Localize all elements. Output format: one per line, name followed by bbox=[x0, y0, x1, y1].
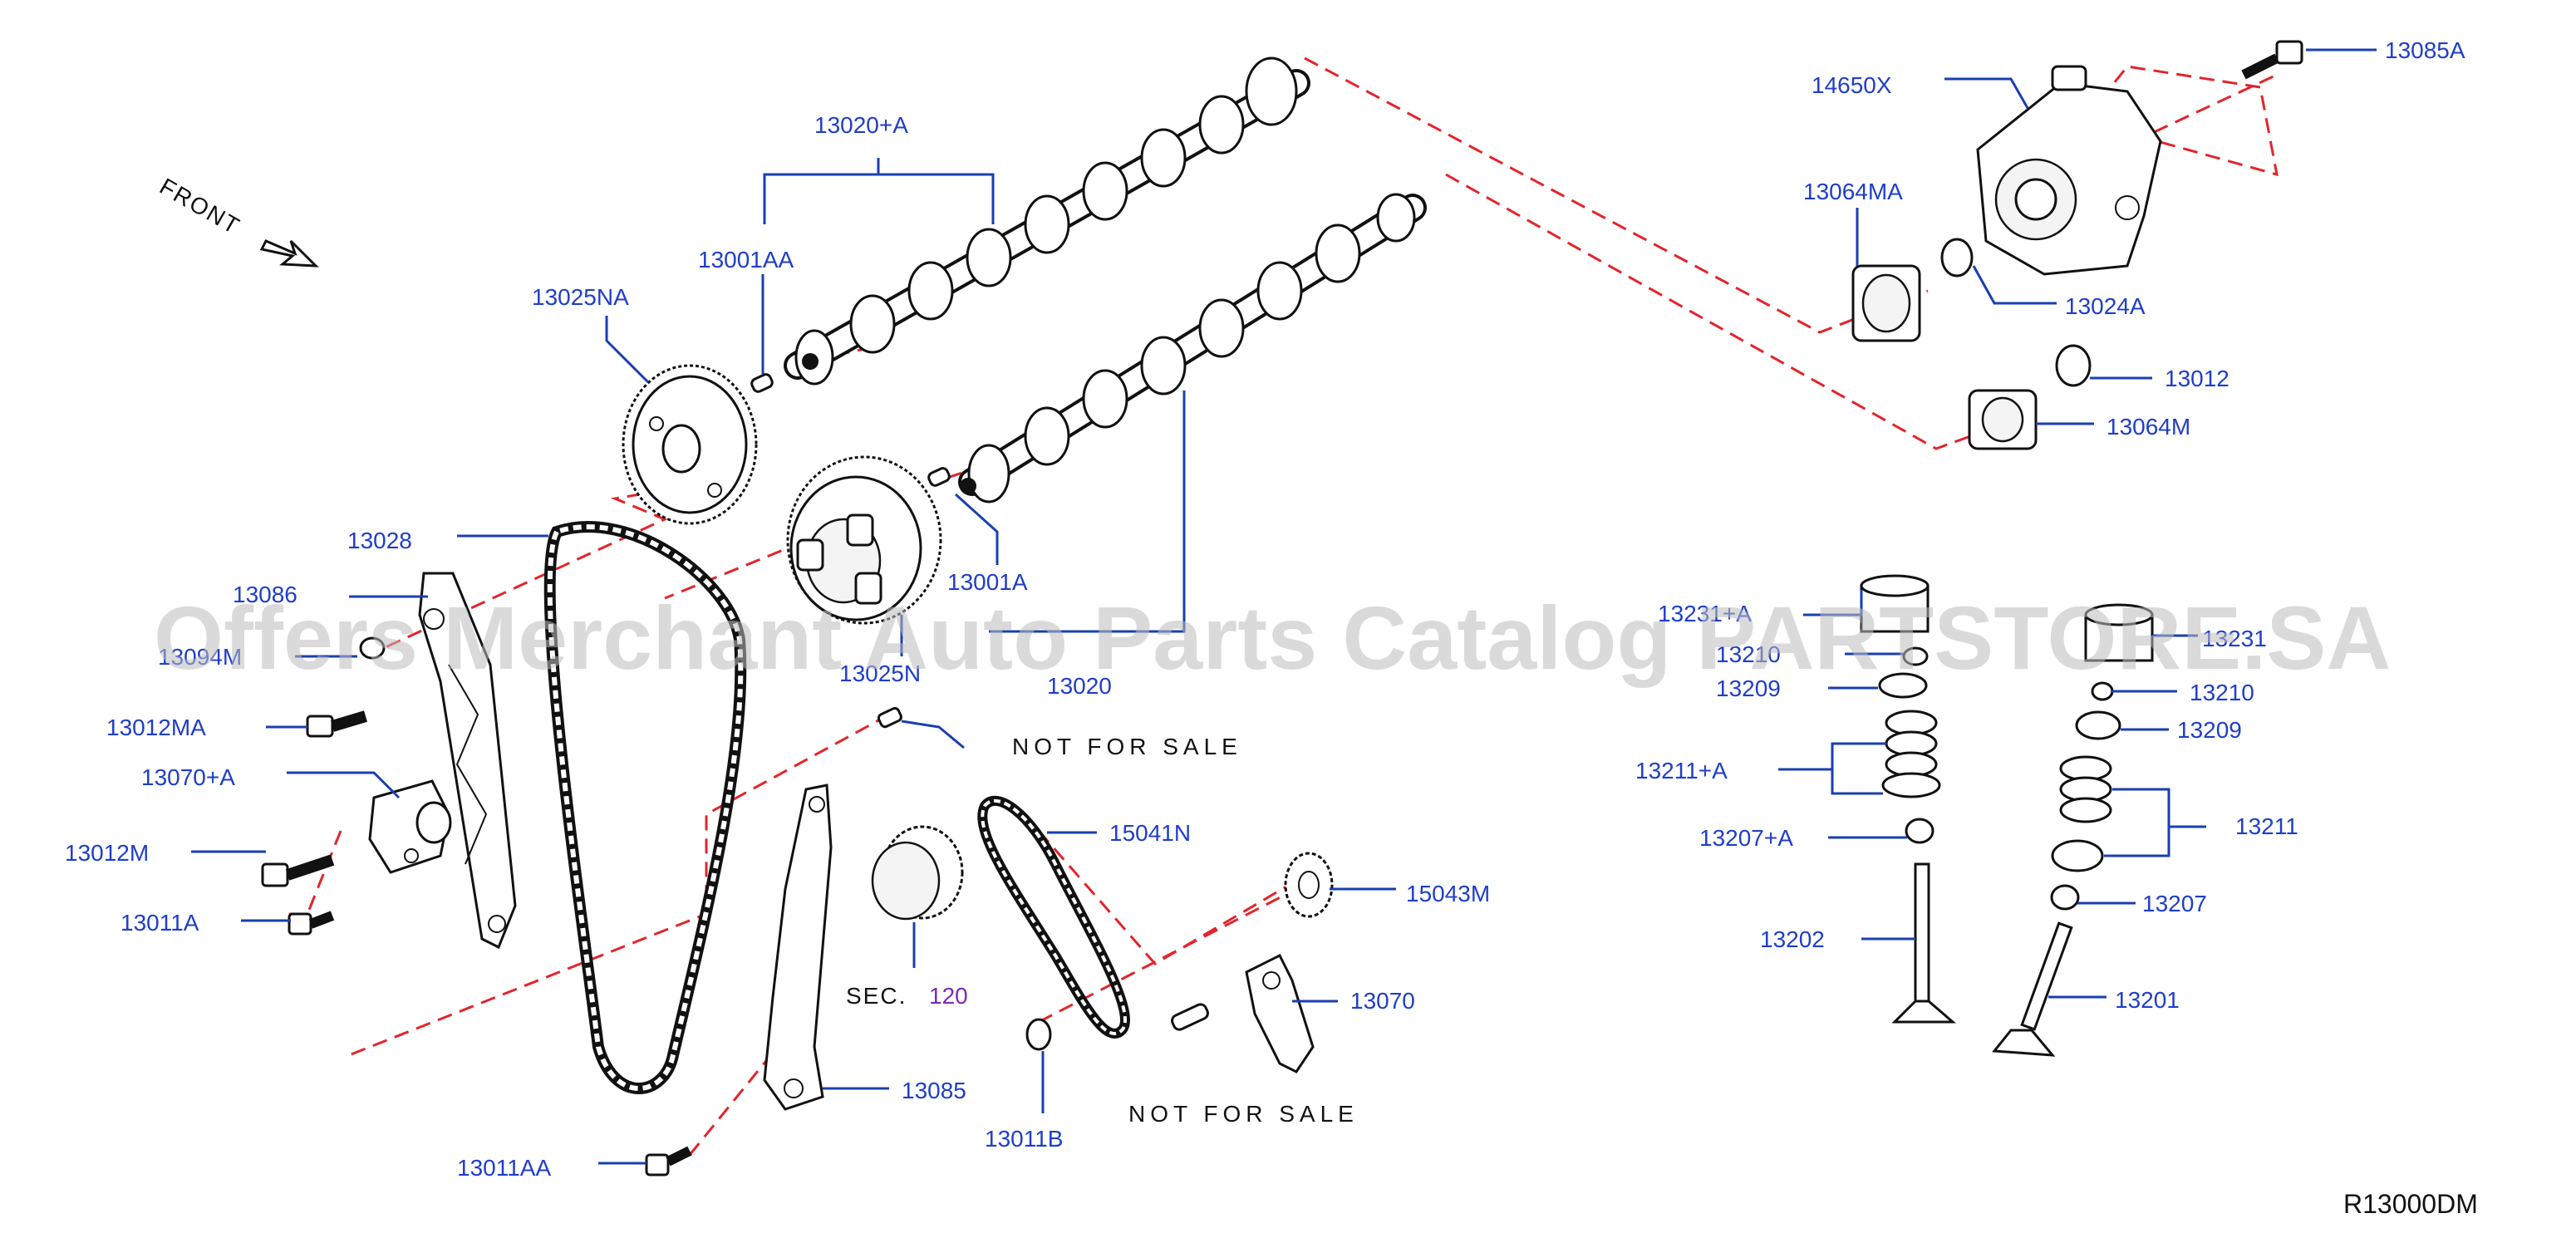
seal-13012[interactable] bbox=[2055, 344, 2092, 387]
intake-valve[interactable] bbox=[1891, 862, 1957, 1024]
label-13085[interactable]: 13085 bbox=[902, 1078, 966, 1103]
valve-spring-right[interactable] bbox=[2051, 755, 2112, 872]
bolt-13011aa[interactable] bbox=[645, 1146, 692, 1177]
label-13201[interactable]: 13201 bbox=[2115, 987, 2180, 1013]
bolt-13012m[interactable] bbox=[261, 854, 335, 887]
label-13211a[interactable]: 13211+A bbox=[1635, 758, 1728, 784]
bolt-13085a[interactable] bbox=[2241, 40, 2303, 80]
oil-pump-tensioner[interactable] bbox=[1245, 953, 1315, 1073]
valve-seal-right[interactable] bbox=[2050, 884, 2080, 911]
label-13001aa[interactable]: 13001AA bbox=[698, 247, 794, 273]
timing-chain[interactable] bbox=[543, 521, 747, 1094]
label-13210-right[interactable]: 13210 bbox=[2190, 680, 2254, 705]
chain-tensioner[interactable] bbox=[368, 779, 452, 874]
bolt-13011a[interactable] bbox=[288, 911, 335, 936]
slack-guide[interactable] bbox=[763, 784, 833, 1111]
label-13011a[interactable]: 13011A bbox=[120, 910, 199, 936]
label-13001a[interactable]: 13001A bbox=[947, 569, 1028, 595]
label-13012ma[interactable]: 13012MA bbox=[106, 715, 206, 740]
label-13211[interactable]: 13211 bbox=[2235, 813, 2298, 839]
pin-not-for-sale-lower[interactable] bbox=[1170, 1003, 1209, 1032]
spring-retainer-right[interactable] bbox=[2075, 710, 2121, 740]
exhaust-valve-timing-sprocket[interactable] bbox=[786, 455, 942, 625]
label-13025na[interactable]: 13025NA bbox=[532, 284, 629, 310]
valve-spring-left[interactable] bbox=[1881, 710, 1941, 798]
dowel-pin-lower[interactable] bbox=[927, 467, 951, 488]
intake-camshaft[interactable] bbox=[784, 56, 1310, 386]
plug-13094[interactable] bbox=[359, 636, 386, 660]
sec-number-link[interactable]: 120 bbox=[929, 983, 968, 1009]
valve-seal-left[interactable] bbox=[1905, 818, 1934, 844]
label-13086[interactable]: 13086 bbox=[233, 582, 297, 607]
label-13231a[interactable]: 13231+A bbox=[1658, 601, 1752, 626]
spring-retainer-left[interactable] bbox=[1878, 672, 1928, 699]
coupling-13064ma[interactable] bbox=[1851, 264, 1921, 342]
sec-prefix: SEC. bbox=[846, 983, 907, 1009]
watermark-text: Offers Merchant Auto Parts Catalog PARTS… bbox=[154, 587, 2391, 688]
dowel-pin-upper[interactable] bbox=[750, 373, 774, 394]
label-13012m[interactable]: 13012M bbox=[65, 840, 149, 866]
label-13209-right[interactable]: 13209 bbox=[2177, 717, 2242, 743]
label-13070[interactable]: 13070 bbox=[1350, 988, 1415, 1014]
label-13025n[interactable]: 13025N bbox=[839, 661, 921, 686]
label-14650x[interactable]: 14650X bbox=[1812, 72, 1892, 98]
label-13210-left[interactable]: 13210 bbox=[1716, 641, 1781, 667]
valve-collet-left[interactable] bbox=[1902, 646, 1929, 666]
label-13064m[interactable]: 13064M bbox=[2107, 414, 2190, 440]
bolt-13012ma[interactable] bbox=[306, 710, 368, 738]
valve-lifter-left[interactable] bbox=[1860, 574, 1930, 633]
exhaust-valve[interactable] bbox=[1992, 921, 2073, 1057]
oil-pump-drive-gear[interactable] bbox=[1284, 852, 1334, 918]
label-13209-left[interactable]: 13209 bbox=[1716, 675, 1781, 701]
exhaust-camshaft[interactable] bbox=[958, 193, 1427, 504]
label-13207a[interactable]: 13207+A bbox=[1699, 825, 1793, 851]
oil-pump-sprocket[interactable] bbox=[871, 825, 964, 921]
coupling-13064m[interactable] bbox=[1968, 389, 2038, 450]
label-13020a[interactable]: 13020+A bbox=[814, 112, 908, 138]
front-direction-indicator: FRONT bbox=[155, 173, 319, 268]
label-13012[interactable]: 13012 bbox=[2165, 366, 2229, 391]
label-13231[interactable]: 13231 bbox=[2202, 626, 2267, 651]
leader-lines bbox=[191, 48, 2377, 1165]
valve-lifter-right[interactable] bbox=[2084, 603, 2154, 662]
label-13070a[interactable]: 13070+A bbox=[141, 764, 235, 790]
nut-13011b[interactable] bbox=[1025, 1018, 1052, 1051]
not-for-sale-upper: NOT FOR SALE bbox=[1012, 734, 1242, 759]
seal-13024a[interactable] bbox=[1940, 238, 1974, 278]
part-labels: 13020+A 13001AA 13025NA 13028 13086 1309… bbox=[65, 37, 2465, 1181]
front-arrow-icon bbox=[259, 239, 319, 268]
label-15043m[interactable]: 15043M bbox=[1406, 881, 1490, 906]
label-13011b[interactable]: 13011B bbox=[985, 1126, 1063, 1152]
oil-pump-chain[interactable] bbox=[977, 796, 1130, 1039]
label-13011aa[interactable]: 13011AA bbox=[457, 1155, 551, 1181]
label-13207[interactable]: 13207 bbox=[2142, 891, 2207, 916]
label-13064ma[interactable]: 13064MA bbox=[1803, 179, 1903, 204]
label-13028[interactable]: 13028 bbox=[347, 528, 412, 553]
label-15041n[interactable]: 15041N bbox=[1109, 820, 1191, 846]
label-13094[interactable]: 13094M bbox=[158, 644, 242, 670]
label-13085a[interactable]: 13085A bbox=[2385, 37, 2465, 63]
chain-tension-guide[interactable] bbox=[418, 572, 517, 950]
diagram-code: R13000DM bbox=[2343, 1189, 2478, 1219]
front-label: FRONT bbox=[155, 173, 245, 239]
label-13020[interactable]: 13020 bbox=[1047, 673, 1112, 699]
label-13202[interactable]: 13202 bbox=[1760, 926, 1825, 952]
label-13024a[interactable]: 13024A bbox=[2065, 293, 2146, 319]
vacuum-pump[interactable] bbox=[1976, 65, 2162, 276]
intake-valve-timing-sprocket[interactable] bbox=[622, 364, 758, 525]
not-for-sale-lower: NOT FOR SALE bbox=[1128, 1101, 1359, 1127]
pin-not-for-sale-upper[interactable] bbox=[877, 706, 902, 729]
